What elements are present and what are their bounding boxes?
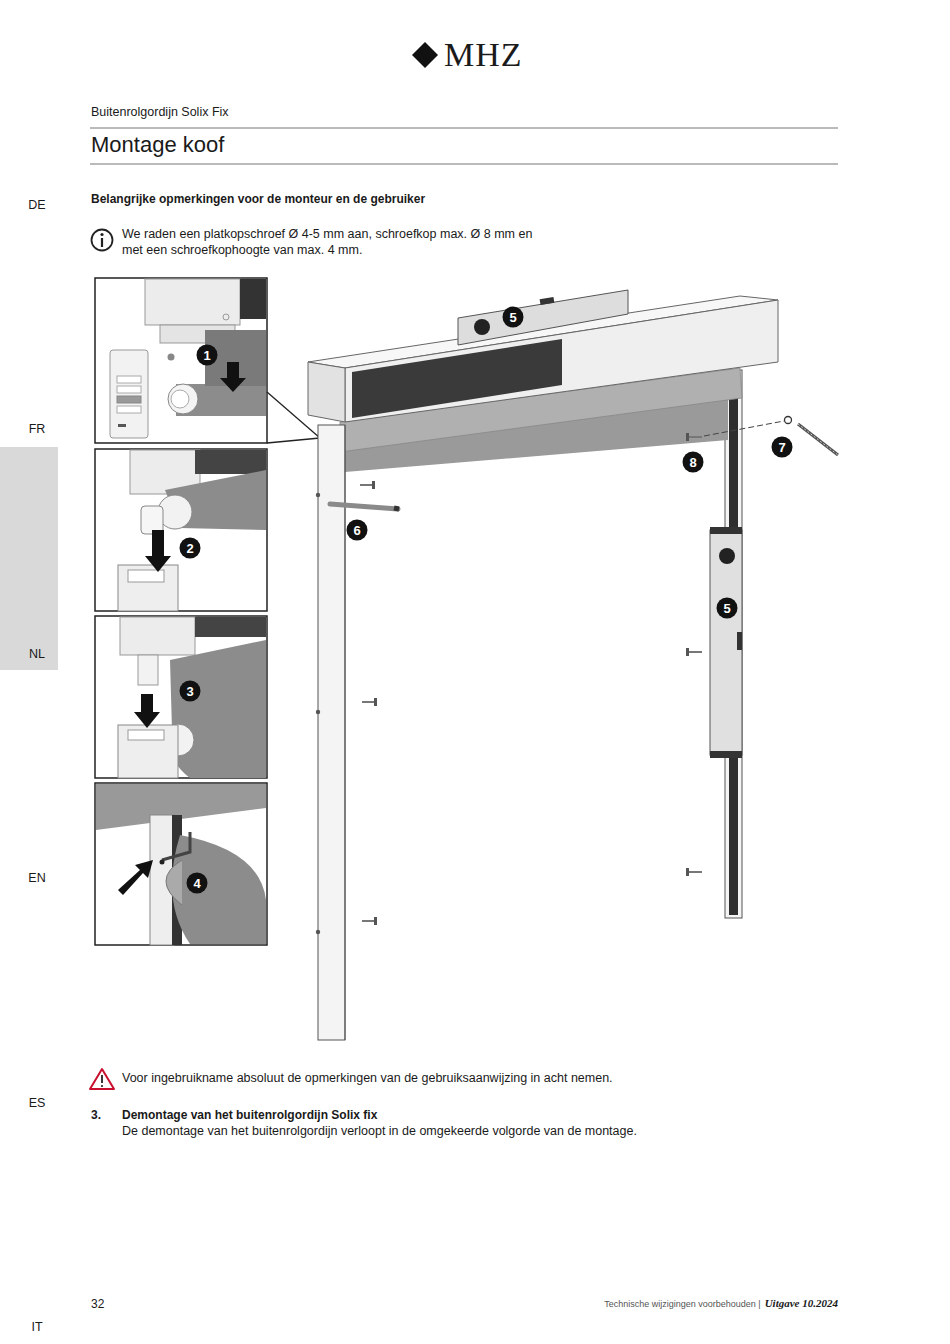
info-note: We raden een platkopschroef Ø 4-5 mm aan… bbox=[122, 226, 542, 258]
callout-number: 4 bbox=[187, 873, 208, 894]
callout-number: 5 bbox=[717, 598, 738, 619]
footer-note: Technische wijzigingen voorbehouden | bbox=[604, 1299, 760, 1309]
language-tab: EN bbox=[28, 871, 45, 885]
footer-edition: Uitgave 10.2024 bbox=[765, 1297, 838, 1309]
callout-number: 5 bbox=[503, 307, 524, 328]
callout-number: 7 bbox=[772, 437, 793, 458]
step-heading: Demontage van het buitenrolgordijn Solix… bbox=[122, 1108, 377, 1122]
step-number: 3. bbox=[91, 1108, 101, 1122]
callout-number: 8 bbox=[683, 452, 704, 473]
callout-number: 2 bbox=[180, 538, 201, 559]
callout-number: 6 bbox=[347, 520, 368, 541]
language-tab: FR bbox=[29, 422, 46, 436]
page-title: Montage koof bbox=[91, 132, 224, 158]
step-body: De demontage van het buitenrolgordijn ve… bbox=[122, 1124, 637, 1138]
brand-logo: MHZ bbox=[444, 36, 523, 74]
running-header: Buitenrolgordijn Solix Fix bbox=[91, 105, 229, 119]
language-tab: NL bbox=[29, 647, 45, 661]
language-tab: ES bbox=[29, 1096, 46, 1110]
callout-number: 1 bbox=[197, 345, 218, 366]
callout-number: 3 bbox=[180, 681, 201, 702]
language-tab: DE bbox=[28, 198, 45, 212]
warning-note: Voor ingebruikname absoluut de opmerking… bbox=[122, 1071, 613, 1085]
language-tab: IT bbox=[31, 1320, 42, 1334]
page-number: 32 bbox=[91, 1297, 104, 1311]
section-heading: Belangrijke opmerkingen voor de monteur … bbox=[91, 192, 425, 206]
